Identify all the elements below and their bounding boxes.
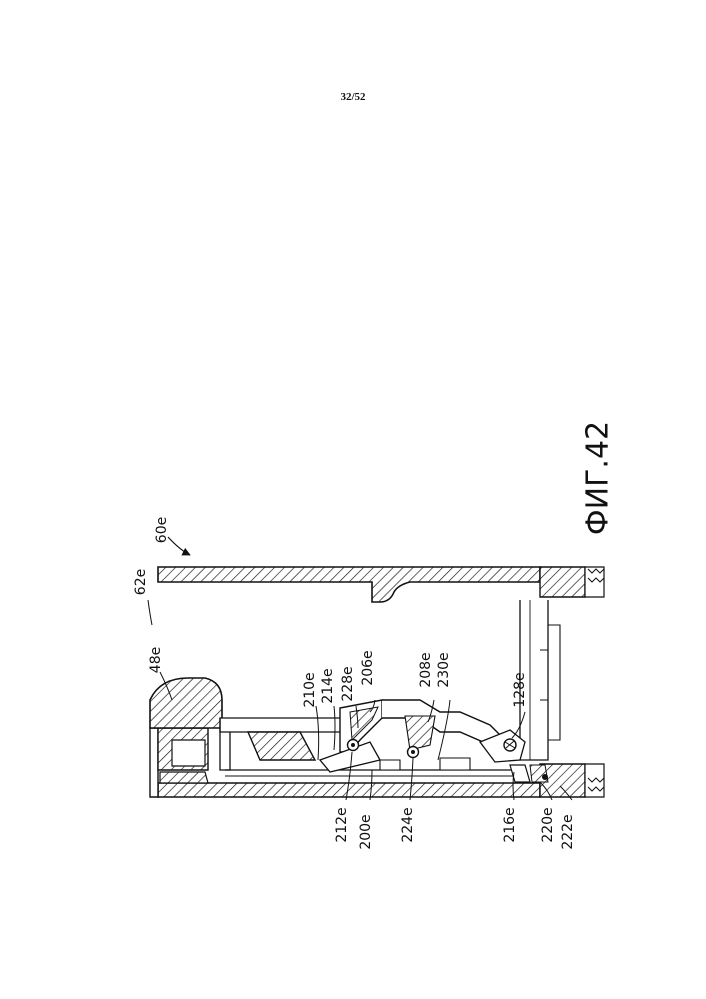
label-228e: 228e — [340, 666, 356, 701]
label-230e: 230e — [436, 652, 452, 687]
component-48e — [150, 678, 222, 728]
label-48e: 48e — [148, 647, 164, 673]
label-224e: 224e — [400, 807, 416, 842]
label-60e: 60e — [154, 517, 170, 543]
housing-top-wall — [158, 567, 604, 602]
label-128e: 128e — [512, 672, 528, 707]
label-220e: 220e — [540, 807, 556, 842]
label-62e: 62e — [133, 569, 149, 595]
label-214e: 214e — [320, 668, 336, 703]
label-212e: 212e — [334, 807, 350, 842]
label-206e: 206e — [360, 650, 376, 685]
figure-caption: ФИГ.42 — [581, 421, 616, 535]
label-210e: 210e — [302, 672, 318, 707]
leader-60e — [168, 537, 190, 555]
label-222e: 222e — [560, 814, 576, 849]
label-216e: 216e — [502, 807, 518, 842]
label-200e: 200e — [358, 814, 374, 849]
label-208e: 208e — [418, 652, 434, 687]
